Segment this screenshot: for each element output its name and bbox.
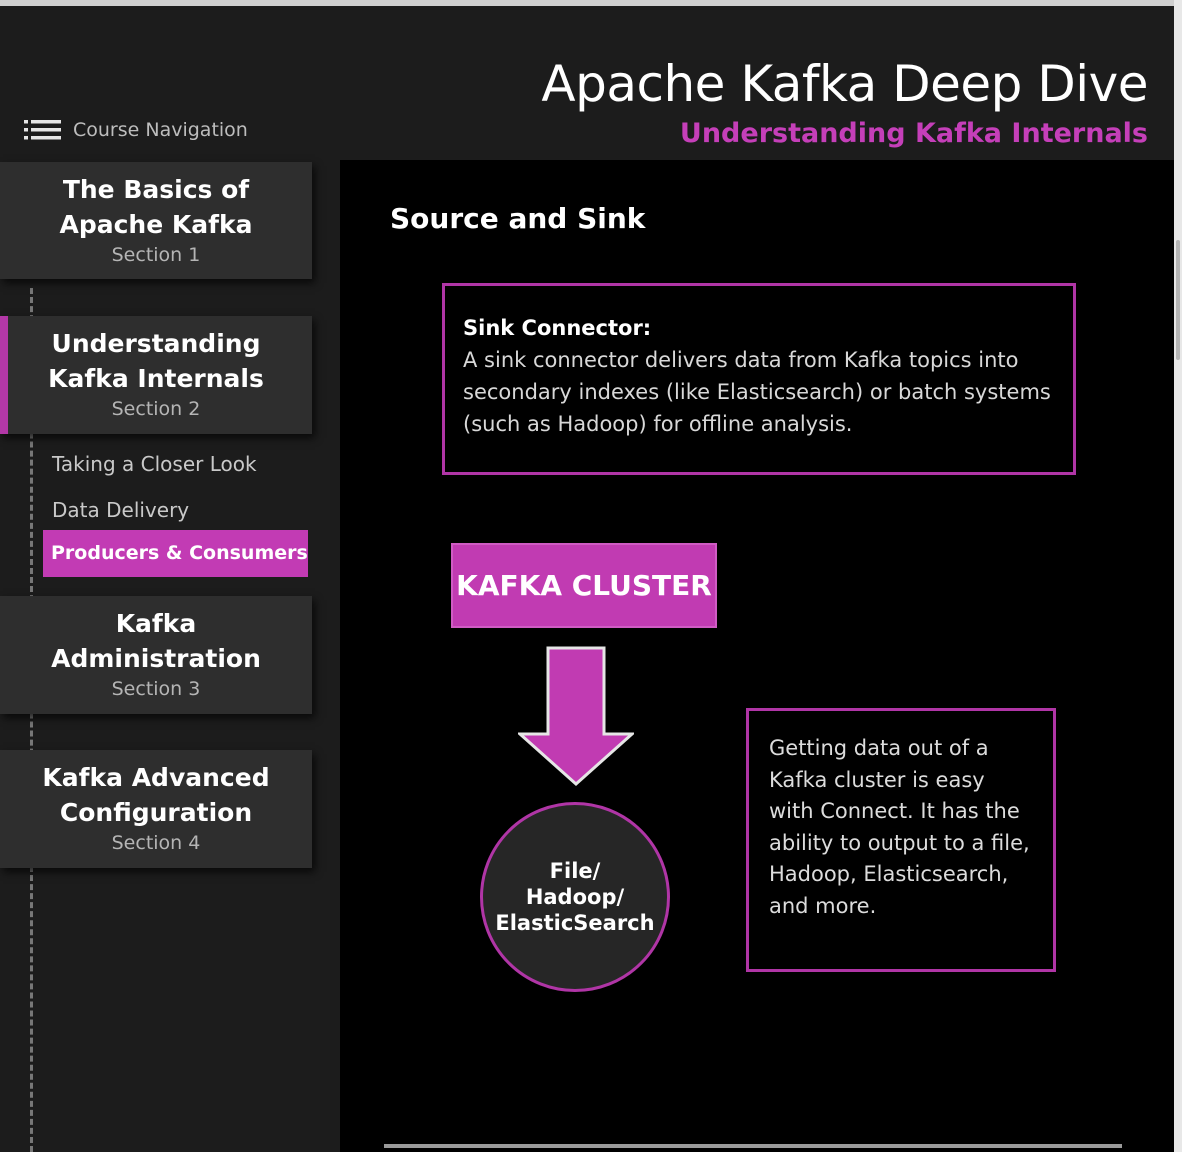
- menu-list-icon: [24, 120, 61, 140]
- section-title: Understanding: [51, 329, 261, 358]
- section-title: Administration: [51, 644, 261, 673]
- sidebar-section-4[interactable]: Kafka Advanced Configuration Section 4: [0, 750, 312, 868]
- sink-connector-description: A sink connector delivers data from Kafk…: [463, 348, 1051, 436]
- section-title: Kafka Internals: [48, 364, 264, 393]
- course-navigation-toggle[interactable]: Course Navigation: [24, 116, 248, 144]
- section-number: Section 4: [111, 832, 201, 854]
- lesson-item-active[interactable]: Producers & Consumers: [43, 530, 308, 577]
- storage-target-circle: File/ Hadoop/ ElasticSearch: [480, 802, 670, 992]
- scrollbar-track[interactable]: [1174, 0, 1182, 1152]
- slide-content: Source and Sink Sink Connector: A sink c…: [340, 160, 1174, 1152]
- kafka-cluster-box: KAFKA CLUSTER: [451, 543, 717, 628]
- course-title: Apache Kafka Deep Dive: [541, 55, 1148, 113]
- section-number: Section 1: [111, 244, 201, 266]
- connect-note-text: Getting data out of a Kafka cluster is e…: [769, 736, 1030, 918]
- lesson-item[interactable]: Data Delivery: [52, 498, 190, 522]
- section-number: Section 3: [111, 678, 201, 700]
- sidebar-progress-rail: [30, 288, 33, 1152]
- course-subtitle: Understanding Kafka Internals: [679, 118, 1148, 149]
- slide-title: Source and Sink: [390, 202, 646, 235]
- sidebar-section-3[interactable]: Kafka Administration Section 3: [0, 596, 312, 714]
- sink-connector-box: Sink Connector: A sink connector deliver…: [442, 283, 1076, 475]
- course-navigation-label: Course Navigation: [73, 119, 248, 141]
- sidebar-section-2[interactable]: Understanding Kafka Internals Section 2: [0, 316, 312, 434]
- storage-target-label: File/ Hadoop/ ElasticSearch: [495, 859, 655, 935]
- section-title: Kafka Advanced: [42, 763, 270, 792]
- sidebar-section-1[interactable]: The Basics of Apache Kafka Section 1: [0, 162, 312, 279]
- section-title: The Basics of: [62, 175, 250, 204]
- scrollbar-thumb[interactable]: [1176, 240, 1180, 360]
- sink-connector-heading: Sink Connector:: [463, 316, 652, 340]
- slide-progress-bar: [384, 1144, 1122, 1148]
- section-title: Kafka: [115, 609, 197, 638]
- connect-note-box: Getting data out of a Kafka cluster is e…: [746, 708, 1056, 972]
- lesson-item[interactable]: Taking a Closer Look: [52, 452, 257, 476]
- section-title: Apache Kafka: [59, 210, 253, 239]
- window-top-edge: [0, 0, 1182, 6]
- section-title: Configuration: [59, 798, 253, 827]
- down-arrow-icon: [518, 646, 634, 786]
- section-number: Section 2: [111, 398, 201, 420]
